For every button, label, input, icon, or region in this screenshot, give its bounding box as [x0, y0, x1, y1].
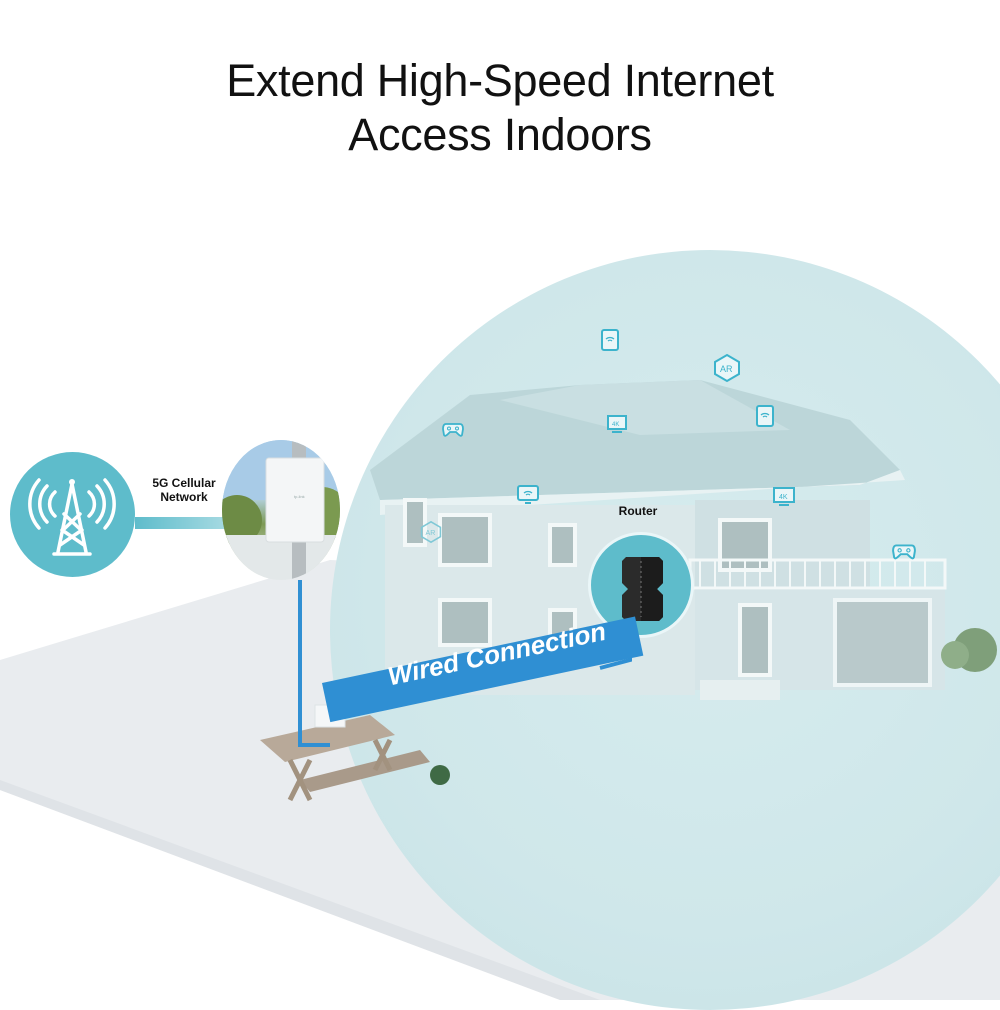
monitor-wifi-icon: [517, 485, 539, 504]
router-badge: [588, 532, 694, 638]
svg-text:AR: AR: [720, 364, 733, 374]
svg-text:tp-link: tp-link: [294, 494, 305, 499]
ar-icon: AR: [714, 353, 740, 383]
router-label: Router: [618, 504, 658, 518]
tablet-wifi-icon: [601, 329, 619, 351]
title-line-2: Access Indoors: [348, 109, 652, 160]
gamepad-icon: [442, 423, 464, 437]
title-line-1: Extend High-Speed Internet: [226, 55, 774, 106]
tablet-wifi-icon: [756, 405, 774, 427]
cell-tower-badge: [10, 452, 135, 577]
svg-text:4K: 4K: [612, 422, 619, 428]
page-title: Extend High-Speed Internet Access Indoor…: [0, 54, 1000, 162]
svg-text:4K: 4K: [779, 494, 788, 501]
cell-tower-icon: [28, 478, 116, 556]
cellular-network-label: 5G Cellular Network: [152, 476, 216, 504]
tv-4k-icon: 4K: [607, 415, 627, 433]
outdoor-access-point-photo: tp-link: [222, 440, 340, 580]
cellular-link-bar: [135, 517, 230, 529]
gamepad-icon: [892, 544, 916, 560]
svg-text:AR: AR: [426, 530, 436, 537]
router-device-icon: [622, 557, 663, 621]
ar-icon: AR: [420, 520, 442, 544]
tv-4k-icon: 4K: [773, 487, 795, 506]
